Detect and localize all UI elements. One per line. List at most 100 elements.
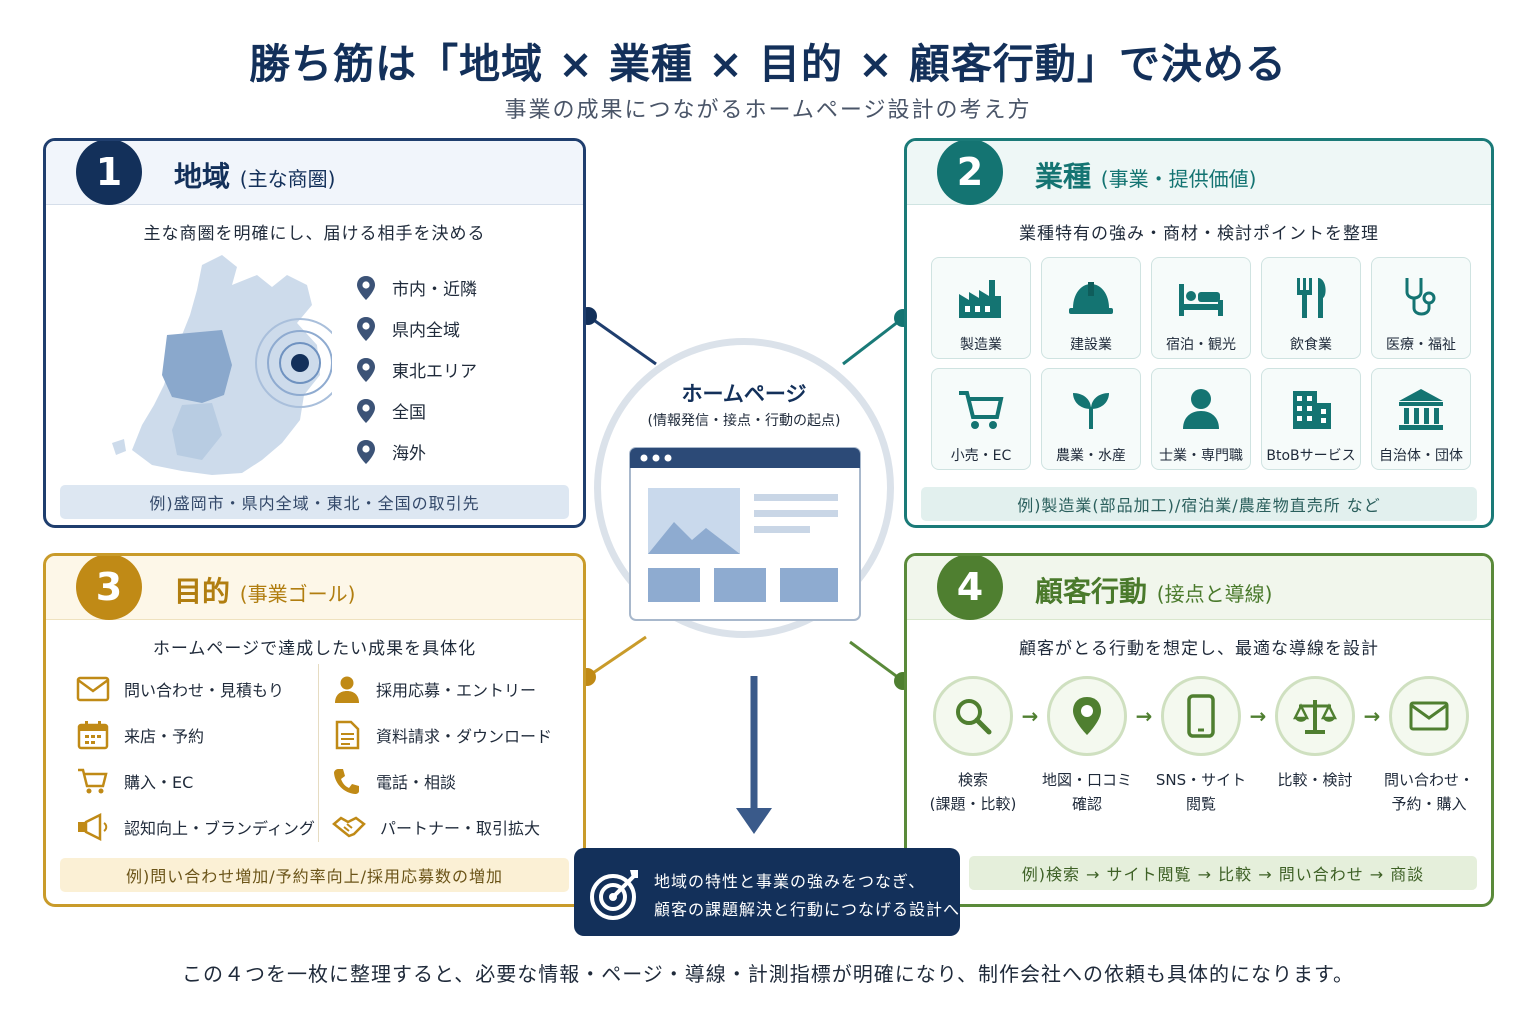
mail-icon <box>1409 701 1449 731</box>
behavior-flow: 検索(課題・比較) → 地図・口コミ確認 → SNS・サイト閲覧 → 比較・検討… <box>930 676 1474 816</box>
map-pin-icon <box>357 398 375 423</box>
flow-arrow: → <box>1021 704 1039 728</box>
goal-item-label: 認知向上・ブランディング <box>124 819 315 838</box>
flow-step-label: SNS・サイト閲覧 <box>1156 768 1246 816</box>
flow-step: 問い合わせ・予約・購入 <box>1384 676 1474 816</box>
flow-step: 比較・検討 <box>1273 676 1357 792</box>
helmet-icon <box>1069 282 1113 314</box>
industry-label: 製造業 <box>960 337 1002 353</box>
flow-step-line2: 確認 <box>1072 795 1103 813</box>
flow-step: SNS・サイト閲覧 <box>1156 676 1246 816</box>
building-icon <box>1293 391 1331 429</box>
panel-region-title-main: 地域 <box>174 160 231 193</box>
industry-label: BtoBサービス <box>1266 448 1356 464</box>
panel-region-number: 1 <box>76 141 142 205</box>
panel-industry-title-main: 業種 <box>1035 160 1092 193</box>
flow-step-circle <box>933 676 1013 756</box>
flow-step-line1: 検索 <box>957 771 988 789</box>
panel-goal-header: 3 目的 (事業ゴール) <box>46 556 583 620</box>
person-icon <box>1183 389 1219 429</box>
search-icon <box>956 699 992 735</box>
panel-goal-example: 例)問い合わせ増加/予約率向上/採用応募数の増加 <box>60 858 569 892</box>
flow-step-line1: SNS・サイト <box>1155 771 1247 789</box>
industry-tile: BtoBサービス <box>1261 368 1361 470</box>
goal-item-label: 電話・相談 <box>376 773 457 792</box>
panel-behavior-title: 顧客行動 (接点と導線) <box>1035 570 1272 610</box>
list-item: 問い合わせ・見積もり <box>76 666 315 712</box>
connector-industry <box>842 316 904 366</box>
goal-item-label: 採用応募・エントリー <box>376 681 537 700</box>
flow-step-line1: 比較・検討 <box>1277 771 1353 789</box>
panel-behavior-number: 4 <box>937 556 1003 620</box>
list-item: 県内全域 <box>356 308 477 349</box>
browser-window-icon <box>629 447 861 621</box>
industry-label: 宿泊・観光 <box>1166 337 1236 353</box>
list-item: 採用応募・エントリー <box>332 666 552 712</box>
panel-goal-lead: ホームページで達成したい成果を具体化 <box>152 639 477 659</box>
industry-tile: 小売・EC <box>931 368 1031 470</box>
megaphone-icon <box>78 812 108 842</box>
person-icon <box>335 676 359 703</box>
flow-step-line1: 地図・口コミ <box>1042 771 1133 789</box>
goal-item-label: パートナー・取引拡大 <box>380 819 541 838</box>
down-arrow-head <box>736 808 772 834</box>
industry-tile: 飲食業 <box>1261 257 1361 359</box>
goal-item-label: 購入・EC <box>124 773 194 792</box>
map-pin-icon <box>357 439 375 464</box>
panel-behavior-example: 例)検索 → サイト閲覧 → 比較 → 問い合わせ → 商談 <box>969 856 1477 890</box>
industry-label: 農業・水産 <box>1056 448 1126 464</box>
factory-icon <box>959 280 1001 318</box>
panel-region-lead: 主な商圏を明確にし、届ける相手を決める <box>143 224 486 244</box>
industry-tile: 建設業 <box>1041 257 1141 359</box>
industry-tile: 農業・水産 <box>1041 368 1141 470</box>
region-list: 市内・近隣 県内全域 東北エリア 全国 海外 <box>356 267 477 472</box>
homepage-subtitle: (情報発信・接点・行動の起点) <box>647 413 841 429</box>
smartphone-icon <box>1187 694 1215 738</box>
flow-step-line2: 閲覧 <box>1186 795 1217 813</box>
document-icon <box>335 720 360 750</box>
industry-label: 自治体・団体 <box>1379 448 1463 464</box>
flow-step-label: 検索(課題・比較) <box>930 768 1017 816</box>
list-item: 市内・近隣 <box>356 267 477 308</box>
panel-goal-title: 目的 (事業ゴール) <box>174 570 355 610</box>
fork-knife-icon <box>1297 278 1326 318</box>
region-item-label: 東北エリア <box>392 362 477 382</box>
region-item-label: 市内・近隣 <box>392 280 477 300</box>
mail-icon <box>76 676 110 702</box>
panel-goal-number: 3 <box>76 556 142 620</box>
connector-goal <box>586 635 647 679</box>
flow-step-line2: 予約・購入 <box>1391 795 1467 813</box>
cart-icon <box>959 391 1004 429</box>
flow-step-circle <box>1389 676 1469 756</box>
flow-step-line1: 問い合わせ・ <box>1384 771 1475 789</box>
region-item-label: 全国 <box>392 403 426 423</box>
panel-region-example: 例)盛岡市・県内全域・東北・全国の取引先 <box>60 485 569 519</box>
industry-label: 建設業 <box>1070 337 1112 353</box>
panel-industry-lead: 業種特有の強み・商材・検討ポイントを整理 <box>1019 224 1379 244</box>
result-line-2: 顧客の課題解決と行動につなげる設計へ <box>654 900 961 919</box>
result-box: 地域の特性と事業の強みをつなぎ、 顧客の課題解決と行動につなげる設計へ <box>574 848 960 936</box>
flow-step: 地図・口コミ確認 <box>1042 676 1132 816</box>
list-item: 来店・予約 <box>76 712 315 758</box>
page-title: 勝ち筋は「地域 × 業種 × 目的 × 顧客行動」で決める <box>249 40 1287 88</box>
flow-arrow: → <box>1249 704 1267 728</box>
goal-divider <box>318 664 319 842</box>
connector-behavior <box>849 640 904 683</box>
flow-step: 検索(課題・比較) <box>930 676 1017 816</box>
list-item: 認知向上・ブランディング <box>76 804 315 850</box>
list-item: 電話・相談 <box>332 758 552 804</box>
flow-step-label: 地図・口コミ確認 <box>1042 768 1132 816</box>
flow-step-circle <box>1047 676 1127 756</box>
list-item: 東北エリア <box>356 349 477 390</box>
goal-item-label: 問い合わせ・見積もり <box>124 681 285 700</box>
industry-label: 医療・福祉 <box>1386 337 1456 353</box>
panel-behavior-lead: 顧客がとる行動を想定し、最適な導線を設計 <box>1019 639 1379 659</box>
target-icon <box>590 870 638 920</box>
flow-step-label: 問い合わせ・予約・購入 <box>1384 768 1474 816</box>
panel-behavior-title-sub: (接点と導線) <box>1156 582 1273 606</box>
panel-behavior: 4 顧客行動 (接点と導線) 顧客がとる行動を想定し、最適な導線を設計 検索(課… <box>904 553 1494 907</box>
goal-list-right: 採用応募・エントリー 資料請求・ダウンロード 電話・相談 パートナー・取引拡大 <box>332 666 552 850</box>
industry-label: 飲食業 <box>1290 337 1332 353</box>
scale-icon <box>1293 700 1337 734</box>
industry-tile: 士業・専門職 <box>1151 368 1251 470</box>
